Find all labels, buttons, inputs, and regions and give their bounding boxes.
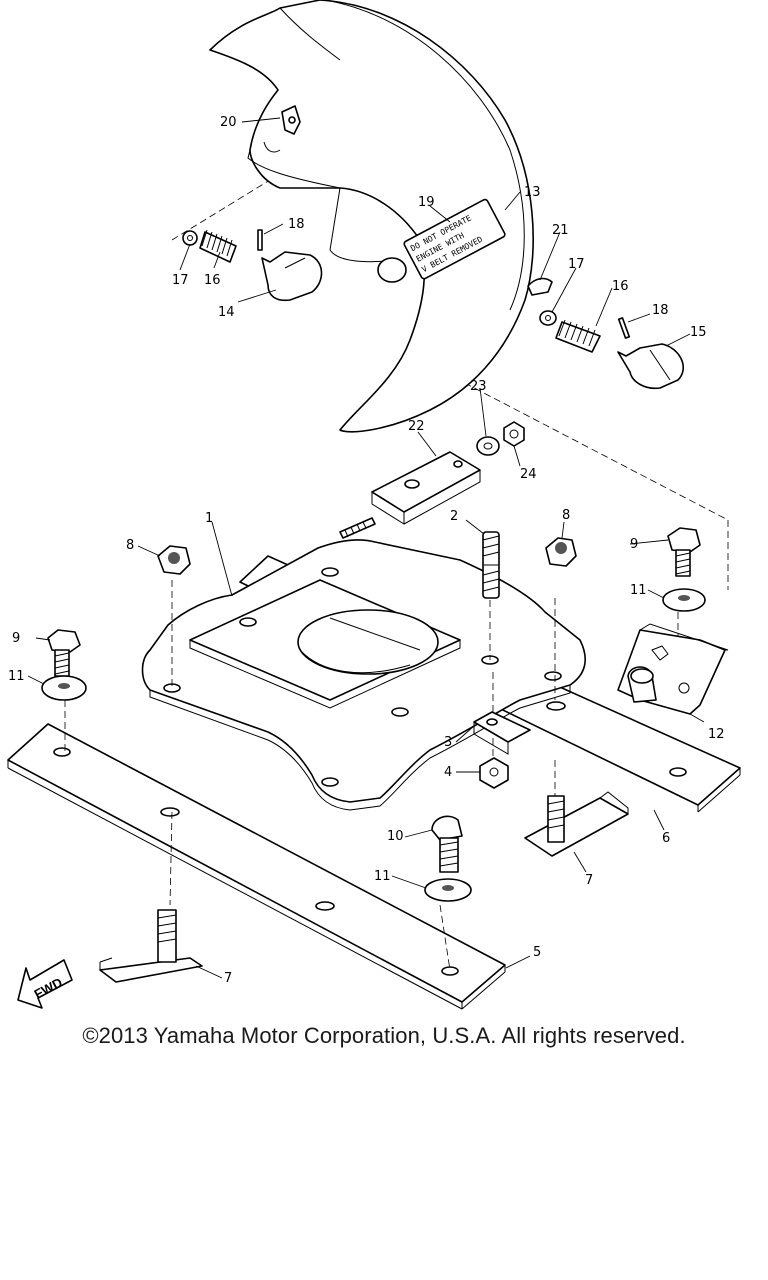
fwd-arrow-icon: FWD <box>17 959 73 1009</box>
leader-lines <box>27 117 705 979</box>
callout-12: 12 <box>708 727 725 742</box>
callout-7-left: 7 <box>224 971 232 986</box>
callout-6: 6 <box>662 831 670 846</box>
callout-10: 10 <box>387 829 404 844</box>
callout-5: 5 <box>533 945 541 960</box>
cap-nut-8-left <box>157 545 191 575</box>
callout-15: 15 <box>690 325 707 340</box>
washer-11-center <box>424 878 472 902</box>
lock-plate-3 <box>473 711 531 755</box>
nut-4 <box>479 757 509 789</box>
bolt-10 <box>431 815 463 873</box>
spring-16-left <box>199 229 237 263</box>
callout-16-left: 16 <box>204 273 221 288</box>
callout-18-right: 18 <box>652 303 669 318</box>
bolt-9-right <box>667 527 701 577</box>
right-knob-assembly <box>527 277 684 390</box>
callout-17-left: 17 <box>172 273 189 288</box>
callout-11-left: 11 <box>8 669 25 684</box>
assembly-lines <box>64 85 729 971</box>
callout-23: 23 <box>470 379 487 394</box>
copyright-notice: ©2013 Yamaha Motor Corporation, U.S.A. A… <box>82 1023 686 1048</box>
callout-2: 2 <box>450 509 458 524</box>
rail-5 <box>7 723 506 1010</box>
callout-1: 1 <box>205 511 213 526</box>
callout-9-left: 9 <box>12 631 20 646</box>
stud-2 <box>482 531 500 599</box>
callout-11-right: 11 <box>630 583 647 598</box>
cap-nut-8-right <box>545 537 577 567</box>
bracket-12 <box>617 623 729 715</box>
callout-18-left: 18 <box>288 217 305 232</box>
exploded-parts-diagram: DO NOT OPERATE ENGINE WITH V BELT REMOVE… <box>7 0 741 1010</box>
callout-4: 4 <box>444 765 452 780</box>
callout-labels: 1 2 3 4 5 6 7 7 8 8 9 9 10 11 11 11 12 1… <box>8 115 725 986</box>
bracket-22 <box>339 451 481 539</box>
bolt-9-left <box>47 629 81 677</box>
spring-16-right <box>555 319 601 353</box>
callout-17-right: 17 <box>568 257 585 272</box>
t-bolt-7-right <box>524 791 629 857</box>
washer-11-left <box>41 675 87 701</box>
callout-21: 21 <box>552 223 569 238</box>
callout-8-left: 8 <box>126 538 134 553</box>
washer-11-right <box>662 588 706 612</box>
nut-24 <box>503 421 525 447</box>
callout-20: 20 <box>220 115 237 130</box>
callout-24: 24 <box>520 467 537 482</box>
mounting-plate-1 <box>141 539 586 811</box>
callout-8-right: 8 <box>562 508 570 523</box>
callout-7-right: 7 <box>585 873 593 888</box>
t-bolt-7-left <box>99 909 203 983</box>
washer-23 <box>476 436 500 456</box>
left-knob-assembly <box>182 229 323 302</box>
callout-16-right: 16 <box>612 279 629 294</box>
callout-14: 14 <box>218 305 235 320</box>
clip-20 <box>281 105 301 135</box>
callout-3: 3 <box>444 735 452 750</box>
callout-22: 22 <box>408 419 425 434</box>
callout-11-center: 11 <box>374 869 391 884</box>
callout-13: 13 <box>524 185 541 200</box>
callout-19: 19 <box>418 195 435 210</box>
callout-9-right: 9 <box>630 537 638 552</box>
